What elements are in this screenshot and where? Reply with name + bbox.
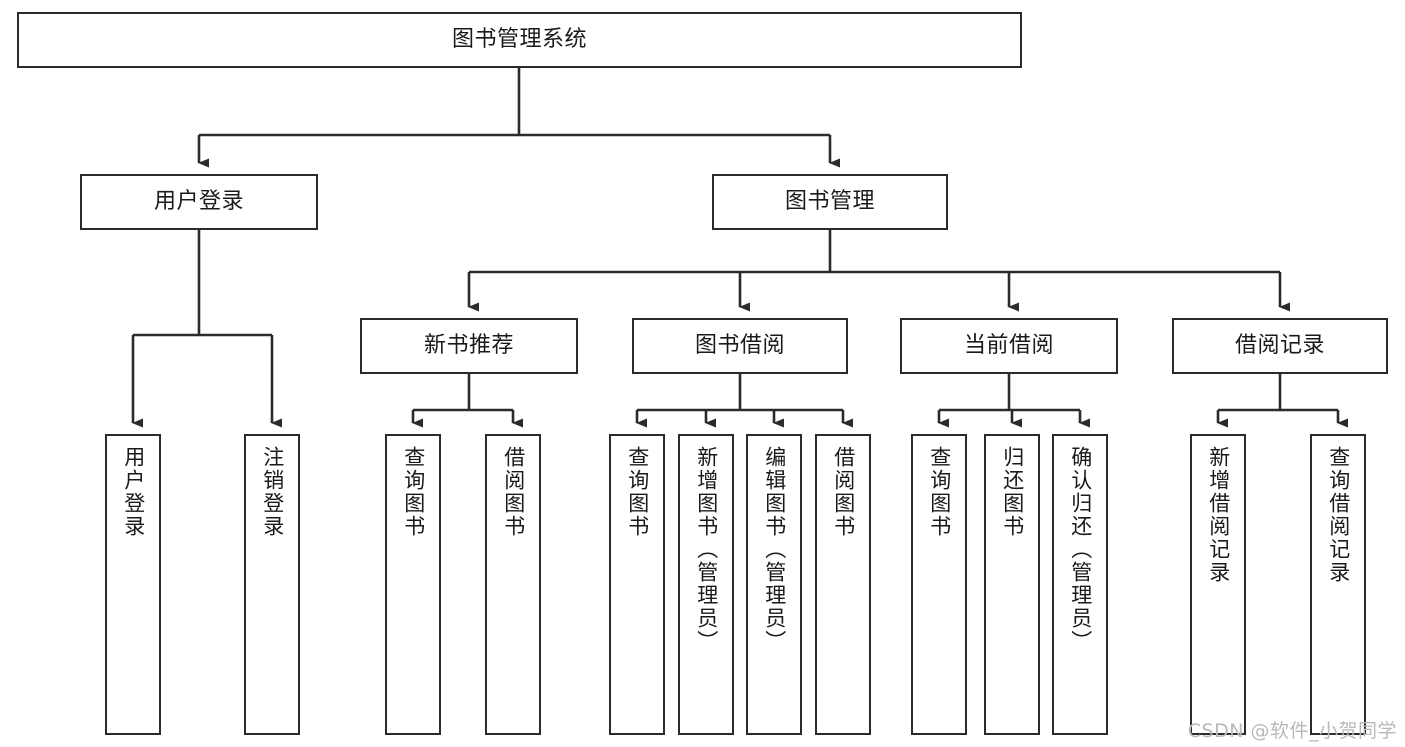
node-leaf-label: 归还图书	[1000, 446, 1025, 538]
node-leaf-借阅图书[interactable]: 借阅图书	[485, 434, 541, 735]
node-level2-用户登录[interactable]: 用户登录	[80, 174, 318, 230]
node-leaf-label: 新增图书（管理员）	[694, 446, 719, 653]
node-leaf-label: 编辑图书（管理员）	[762, 446, 787, 653]
node-level3-当前借阅[interactable]: 当前借阅	[900, 318, 1118, 374]
node-leaf-label: 借阅图书	[501, 446, 526, 538]
node-leaf-label: 注销登录	[260, 446, 285, 538]
node-leaf-label: 查询借阅记录	[1326, 446, 1351, 584]
node-level2-label: 用户登录	[153, 188, 244, 214]
node-leaf-归还图书[interactable]: 归还图书	[984, 434, 1040, 735]
node-level2-图书管理[interactable]: 图书管理	[712, 174, 948, 230]
node-level3-label: 借阅记录	[1234, 332, 1325, 358]
node-leaf-label: 借阅图书	[831, 446, 856, 538]
node-leaf-查询图书[interactable]: 查询图书	[911, 434, 967, 735]
node-level3-label: 图书借阅	[694, 332, 785, 358]
node-leaf-新增图书管理员[interactable]: 新增图书（管理员）	[678, 434, 734, 735]
node-level3-label: 新书推荐	[423, 332, 514, 358]
node-level3-label: 当前借阅	[963, 332, 1054, 358]
node-leaf-新增借阅记录[interactable]: 新增借阅记录	[1190, 434, 1246, 735]
node-leaf-label: 查询图书	[401, 446, 426, 538]
node-leaf-label: 查询图书	[927, 446, 952, 538]
node-leaf-查询图书[interactable]: 查询图书	[385, 434, 441, 735]
node-leaf-注销登录[interactable]: 注销登录	[244, 434, 300, 735]
node-leaf-label: 新增借阅记录	[1206, 446, 1231, 584]
node-leaf-用户登录[interactable]: 用户登录	[105, 434, 161, 735]
node-leaf-查询借阅记录[interactable]: 查询借阅记录	[1310, 434, 1366, 735]
node-leaf-label: 确认归还（管理员）	[1068, 446, 1093, 653]
node-leaf-label: 查询图书	[625, 446, 650, 538]
node-leaf-label: 用户登录	[121, 446, 146, 538]
node-level3-新书推荐[interactable]: 新书推荐	[360, 318, 578, 374]
node-root-label: 图书管理系统	[451, 26, 587, 52]
node-level3-图书借阅[interactable]: 图书借阅	[632, 318, 848, 374]
node-leaf-借阅图书[interactable]: 借阅图书	[815, 434, 871, 735]
node-leaf-查询图书[interactable]: 查询图书	[609, 434, 665, 735]
node-leaf-编辑图书管理员[interactable]: 编辑图书（管理员）	[746, 434, 802, 735]
connector-group	[131, 68, 1348, 428]
node-leaf-确认归还管理员[interactable]: 确认归还（管理员）	[1052, 434, 1108, 735]
node-root[interactable]: 图书管理系统	[17, 12, 1022, 68]
node-level3-借阅记录[interactable]: 借阅记录	[1172, 318, 1388, 374]
node-level2-label: 图书管理	[784, 188, 875, 214]
